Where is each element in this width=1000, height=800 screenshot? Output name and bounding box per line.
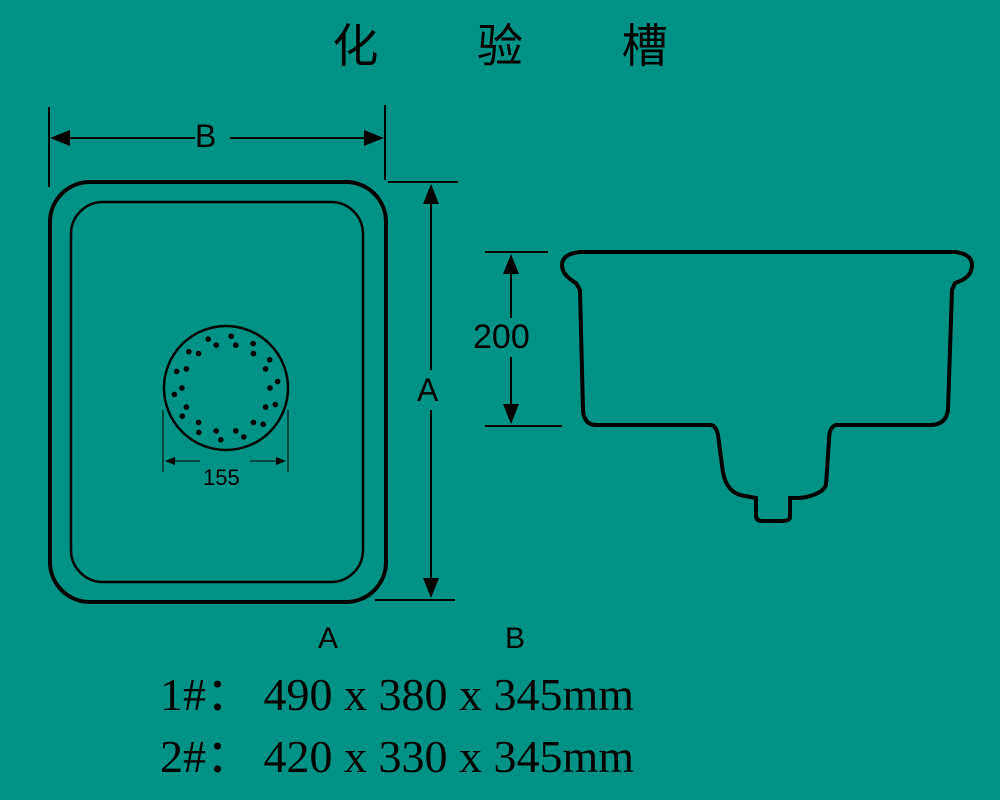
sink-side-view xyxy=(559,250,975,523)
dimension-depth xyxy=(485,251,562,427)
dimension-a xyxy=(375,181,458,601)
column-header-a: A xyxy=(318,622,339,655)
spec-row-1: 1#： 490 x 380 x 345mm xyxy=(160,669,635,720)
drain-diameter-label: 155 xyxy=(203,465,240,490)
dimension-b xyxy=(48,105,386,187)
spec-row-2: 2#： 420 x 330 x 345mm xyxy=(160,731,635,782)
sink-top-view xyxy=(48,180,388,604)
height-label: A xyxy=(417,372,439,408)
drain-holes xyxy=(171,333,281,443)
column-header-b: B xyxy=(505,622,526,655)
diagram-title: 化 验 槽 xyxy=(332,19,710,73)
depth-label: 200 xyxy=(473,318,530,356)
width-label: B xyxy=(195,118,217,154)
